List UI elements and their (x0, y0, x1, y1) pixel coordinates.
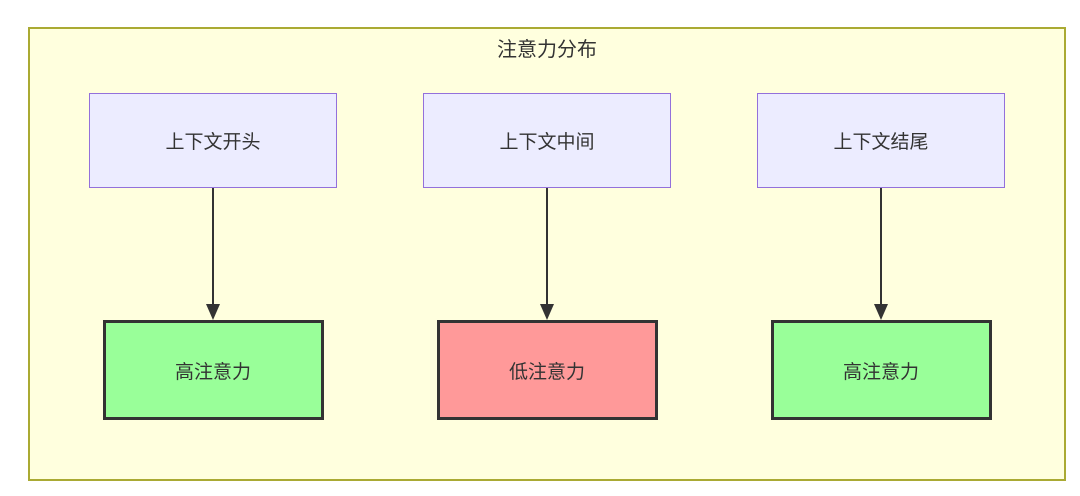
flow-column-context-middle: 上下文中间 低注意力 (421, 93, 673, 420)
node-context-middle: 上下文中间 (423, 93, 671, 188)
flow-column-context-start: 上下文开头 高注意力 (87, 93, 339, 420)
flow-column-context-end: 上下文结尾 高注意力 (755, 93, 1007, 420)
arrow-down-icon (874, 188, 888, 320)
node-attention-level: 高注意力 (102, 320, 324, 420)
arrow-down-icon (540, 188, 554, 320)
node-attention-level: 高注意力 (770, 320, 992, 420)
node-context-end: 上下文结尾 (757, 93, 1005, 188)
diagram-title: 注意力分布 (497, 39, 597, 61)
attention-distribution-frame: 注意力分布 上下文开头 高注意力 上下文中间 低注意力 上下文结尾 (28, 27, 1066, 481)
node-attention-level: 低注意力 (436, 320, 658, 420)
arrow-down-icon (206, 188, 220, 320)
node-context-start: 上下文开头 (89, 93, 337, 188)
